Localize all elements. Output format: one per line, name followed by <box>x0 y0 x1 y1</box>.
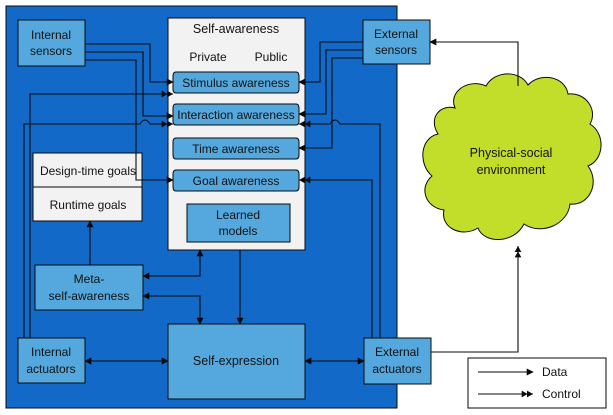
meta-self-awareness-line1: Meta- <box>74 272 105 286</box>
external-actuators-to-goal-awareness-arrow <box>299 176 373 338</box>
meta-self-awareness-line2: self-awareness <box>49 289 130 303</box>
awareness-level-label: Stimulus awareness <box>182 76 289 90</box>
internal-actuators-box: Internal actuators <box>17 337 86 384</box>
self-awareness-panel: Self-awareness Private Public Stimulus a… <box>167 17 306 251</box>
learned-models-line2: models <box>219 224 258 238</box>
self-expression-box: Self-expression <box>167 323 306 400</box>
meta-self-awareness-to-self-expression-arrow <box>142 292 204 325</box>
internal-sensors-to-stimulus-awareness-arrow <box>85 43 174 86</box>
meta-self-awareness-box: Meta- self-awareness <box>34 264 144 311</box>
external-sensors-to-interaction-awareness-arrow <box>298 49 363 118</box>
internal-sensors-to-interaction-awareness-arrow <box>85 51 174 120</box>
external-sensors-line1: External <box>374 27 418 41</box>
legend-data-label: Data <box>542 365 568 379</box>
internal-sensors-line1: Internal <box>31 28 71 42</box>
self-expression-label: Self-expression <box>193 354 279 368</box>
legend-control-label: Control <box>542 387 581 401</box>
environment-label-line2: environment <box>477 163 546 177</box>
external-actuators-to-environment-arrow <box>431 245 522 353</box>
awareness-level-goal: Goal awareness <box>172 169 300 192</box>
external-sensors-to-time-awareness-arrow <box>298 57 363 152</box>
awareness-level-stimulus: Stimulus awareness <box>172 71 300 94</box>
internal-sensors-line2: sensors <box>30 44 72 58</box>
internal-sensors-to-goal-awareness-arrow <box>85 59 174 184</box>
awareness-level-label: Goal awareness <box>193 174 280 188</box>
self-awareness-title: Self-awareness <box>193 22 279 36</box>
internal-actuators-line2: actuators <box>26 362 75 376</box>
awareness-level-label: Interaction awareness <box>177 108 294 122</box>
internal-actuators-to-stimulus-awareness-arrow <box>29 90 173 338</box>
design-time-goals-label: Design-time goals <box>40 164 136 178</box>
meta-self-awareness-to-self-awareness-arrow <box>142 249 204 280</box>
internal-sensors-box: Internal sensors <box>17 19 86 67</box>
goals-box: Design-time goals Runtime goals <box>32 152 143 222</box>
environment-label-line1: Physical-social <box>470 146 553 160</box>
external-actuators-line2: actuators <box>372 362 421 376</box>
awareness-level-time: Time awareness <box>172 137 300 160</box>
runtime-goals-label: Runtime goals <box>50 198 127 212</box>
external-sensors-line2: sensors <box>375 43 417 57</box>
learned-models-line1: Learned <box>216 208 260 222</box>
private-label: Private <box>189 50 227 64</box>
physical-social-environment-cloud: Physical-social environment <box>422 73 602 240</box>
internal-actuators-to-interaction-awareness-arrow <box>23 119 173 338</box>
awareness-level-label: Time awareness <box>192 142 280 156</box>
external-actuators-box: External actuators <box>363 337 432 385</box>
external-actuators-line1: External <box>375 345 419 359</box>
connectors <box>23 38 522 365</box>
external-sensors-box: External sensors <box>362 19 431 65</box>
awareness-level-interaction: Interaction awareness <box>172 103 300 126</box>
learned-models-box: Learned models <box>186 203 291 243</box>
public-label: Public <box>255 50 288 64</box>
external-sensors-to-stimulus-awareness-arrow <box>298 41 363 86</box>
environment-to-external-sensors-arrow <box>429 38 519 86</box>
legend: Data Control <box>467 357 607 409</box>
internal-actuators-line1: Internal <box>31 345 71 359</box>
external-actuators-to-interaction-awareness-arrow <box>299 119 381 338</box>
